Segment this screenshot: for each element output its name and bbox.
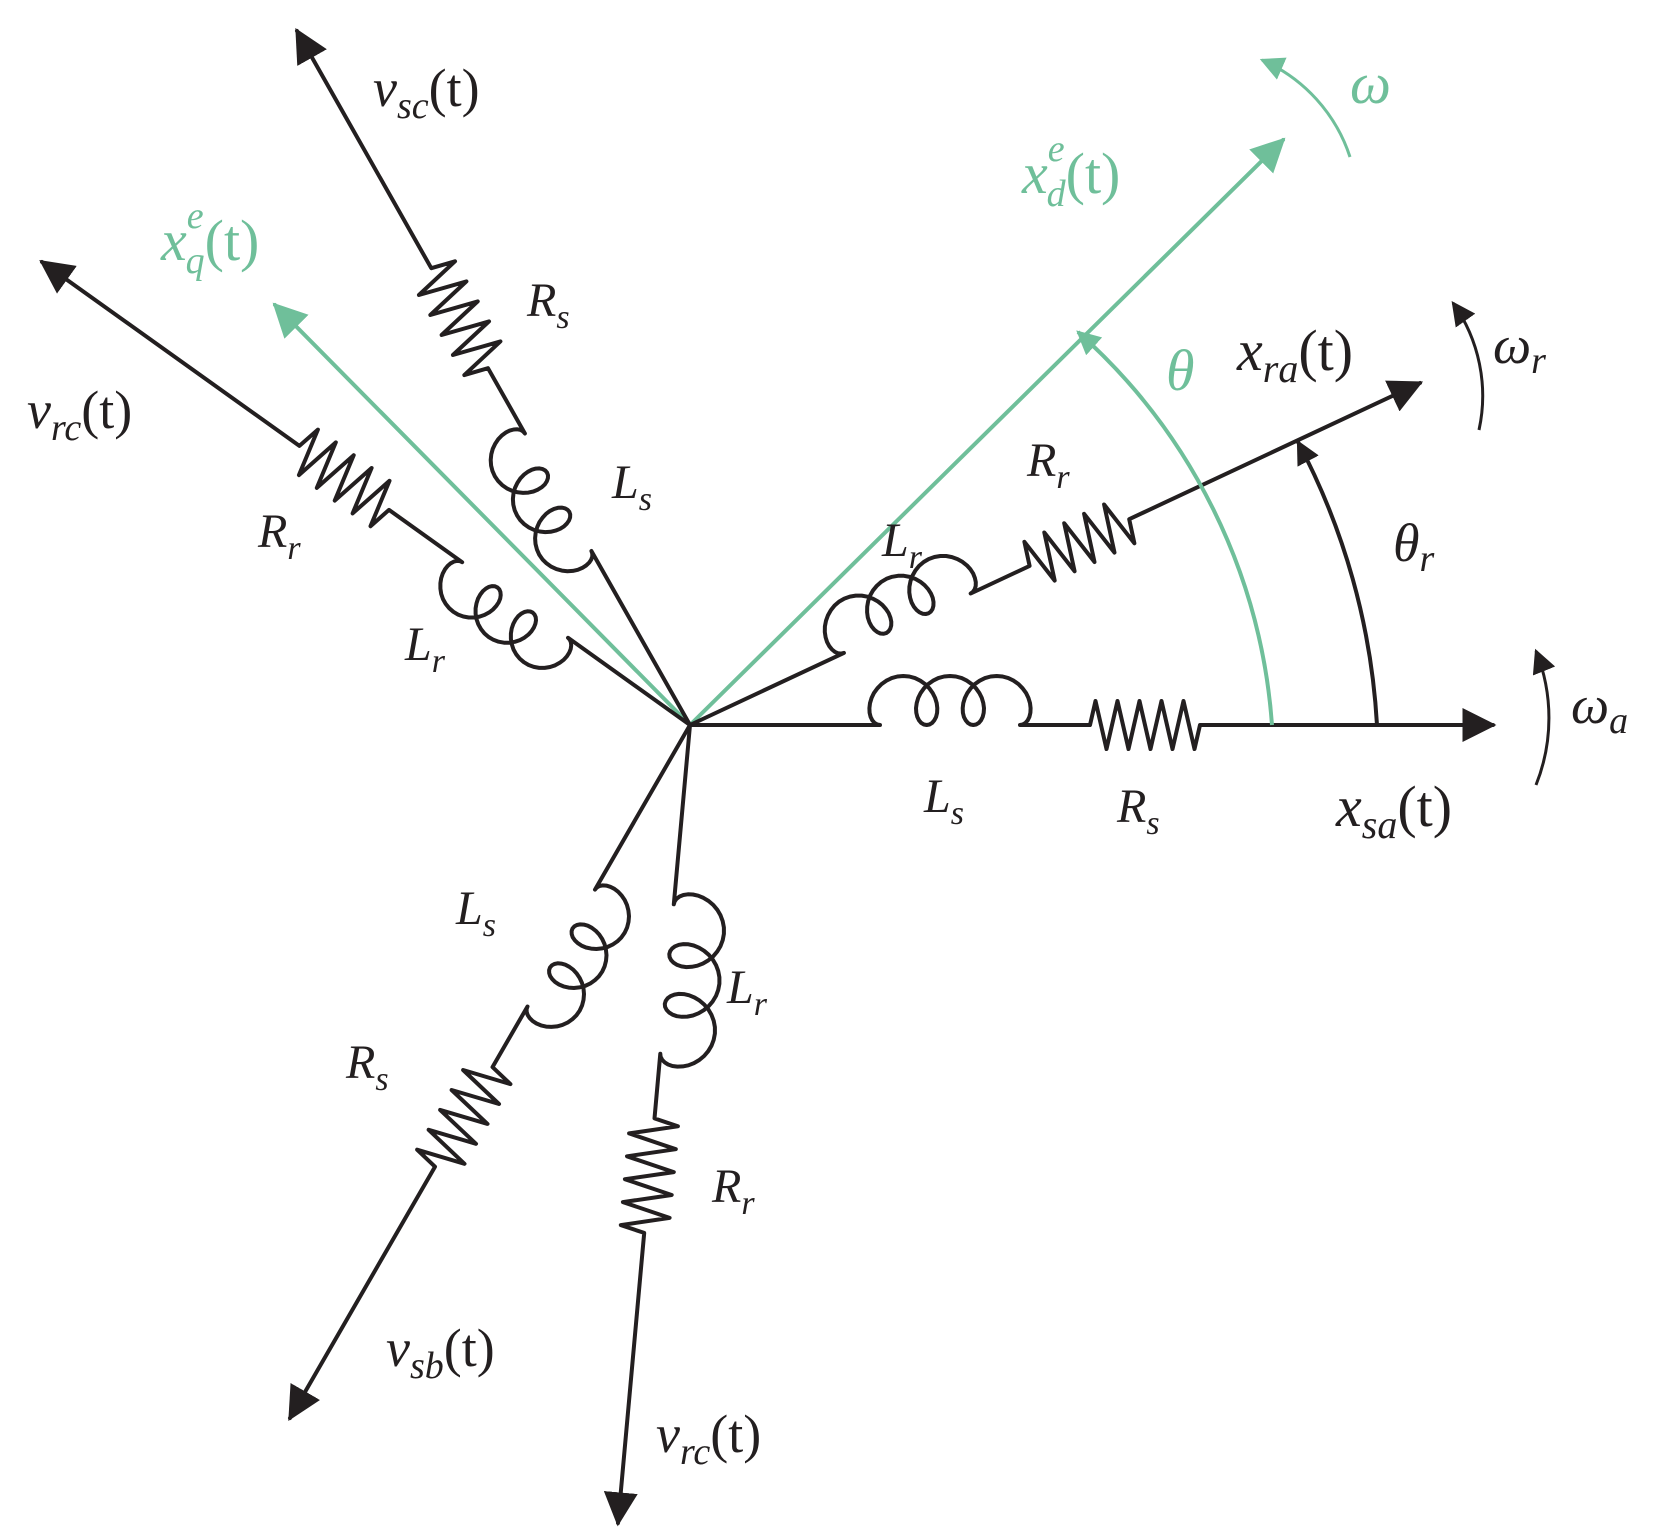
label-vsc: vsc(t) bbox=[373, 58, 480, 127]
label-vrc-bottom: vrc(t) bbox=[656, 1404, 761, 1473]
theta-arc bbox=[1076, 330, 1274, 726]
label-lr-rc: Lr bbox=[404, 618, 446, 680]
label-omega-r: ωr bbox=[1493, 315, 1546, 382]
q-axis-arrow bbox=[272, 302, 692, 727]
winding-rc bbox=[39, 260, 692, 727]
label-rs-sb: Rs bbox=[345, 1036, 389, 1098]
label-ls-sb: Ls bbox=[455, 882, 496, 944]
label-rs-sa: Rs bbox=[1116, 780, 1160, 842]
omega-r-rotation-arrow bbox=[1451, 301, 1485, 431]
winding-sa bbox=[688, 674, 1497, 751]
omega-a-rotation-arrow bbox=[1532, 648, 1556, 786]
label-omega: ω bbox=[1350, 51, 1391, 116]
winding-sc bbox=[295, 28, 692, 727]
label-xra: xra(t) bbox=[1236, 318, 1353, 391]
winding-rb bbox=[603, 723, 726, 1527]
winding-ra bbox=[688, 380, 1424, 727]
label-theta: θ bbox=[1166, 338, 1195, 403]
label-rr-rc: Rr bbox=[257, 505, 301, 567]
label-omega-a: ωa bbox=[1571, 675, 1628, 742]
label-xsa: xsa(t) bbox=[1335, 774, 1452, 847]
label-rr-rb: Rr bbox=[711, 1160, 755, 1222]
label-lr-ra: Lr bbox=[881, 514, 923, 576]
label-vsb: vsb(t) bbox=[386, 1318, 495, 1387]
label-ls-sa: Ls bbox=[923, 770, 964, 832]
label-theta-r: θr bbox=[1393, 513, 1435, 580]
label-lr-rb: Lr bbox=[726, 961, 768, 1023]
winding-sb bbox=[288, 723, 692, 1421]
label-rr-ra: Rr bbox=[1026, 434, 1070, 496]
label-vrc-left: vrc(t) bbox=[27, 380, 132, 449]
label-rs-sc: Rs bbox=[526, 274, 570, 336]
theta-r-arc bbox=[1296, 439, 1379, 726]
omega-rotation-arrow bbox=[1259, 57, 1352, 158]
d-axis-arrow bbox=[688, 137, 1286, 727]
label-ls-sc: Ls bbox=[611, 456, 652, 518]
